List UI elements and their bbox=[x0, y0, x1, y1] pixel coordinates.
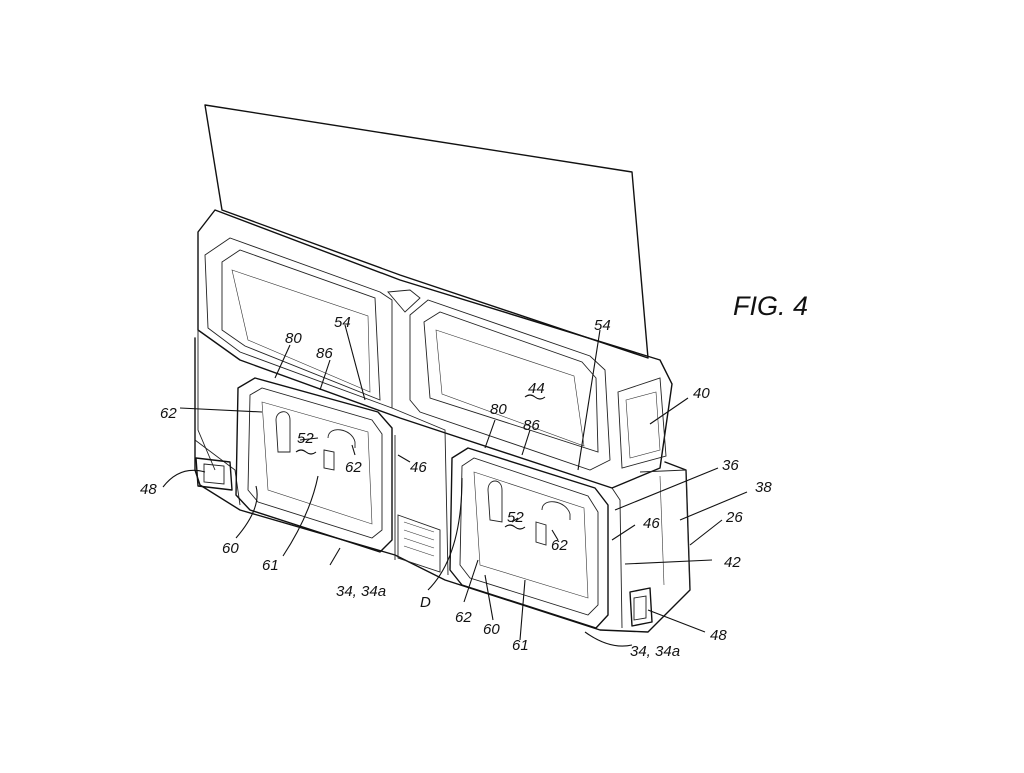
center-console bbox=[397, 514, 441, 573]
label-60-right: 60 bbox=[483, 621, 500, 638]
label-46-center: 46 bbox=[410, 459, 427, 476]
label-80-right: 80 bbox=[490, 401, 507, 418]
label-26: 26 bbox=[725, 509, 743, 526]
seat-back-upper bbox=[197, 209, 673, 489]
seat-body-frame bbox=[194, 337, 691, 633]
label-48-right: 48 bbox=[710, 627, 727, 644]
label-54-left: 54 bbox=[334, 314, 351, 331]
label-36: 36 bbox=[722, 457, 739, 474]
label-42: 42 bbox=[724, 554, 741, 571]
label-62-right: 62 bbox=[455, 609, 472, 626]
right-latch bbox=[629, 587, 653, 627]
label-80-left: 80 bbox=[285, 330, 302, 347]
label-54-right: 54 bbox=[594, 317, 611, 334]
label-46-right: 46 bbox=[643, 515, 660, 532]
label-86-left: 86 bbox=[316, 345, 333, 362]
label-61-left: 61 bbox=[262, 557, 279, 574]
figure-title: FIG. 4 bbox=[733, 291, 808, 321]
left-back-panel bbox=[235, 377, 393, 553]
label-62-left-lower: 62 bbox=[345, 459, 362, 476]
label-62-right-lower: 62 bbox=[551, 537, 568, 554]
leader-lines bbox=[162, 324, 748, 647]
label-60-left: 60 bbox=[222, 540, 239, 557]
label-61-right: 61 bbox=[512, 637, 529, 654]
label-34-left: 34, 34a bbox=[336, 583, 386, 600]
label-86-right: 86 bbox=[523, 417, 540, 434]
label-48-left: 48 bbox=[140, 481, 157, 498]
rear-window-panel bbox=[204, 104, 649, 359]
label-40: 40 bbox=[693, 385, 710, 402]
reference-labels: FIG. 4 80 54 86 62 52 62 46 48 60 61 34,… bbox=[140, 291, 808, 660]
label-62-left-upper: 62 bbox=[160, 405, 177, 422]
label-D: D bbox=[420, 594, 431, 611]
right-back-panel bbox=[449, 447, 609, 629]
label-44: 44 bbox=[528, 380, 545, 397]
label-52-right: 52 bbox=[507, 509, 524, 526]
label-34-right: 34, 34a bbox=[630, 643, 680, 660]
label-38: 38 bbox=[755, 479, 772, 496]
left-latch bbox=[195, 457, 233, 491]
label-52-left: 52 bbox=[297, 430, 314, 447]
